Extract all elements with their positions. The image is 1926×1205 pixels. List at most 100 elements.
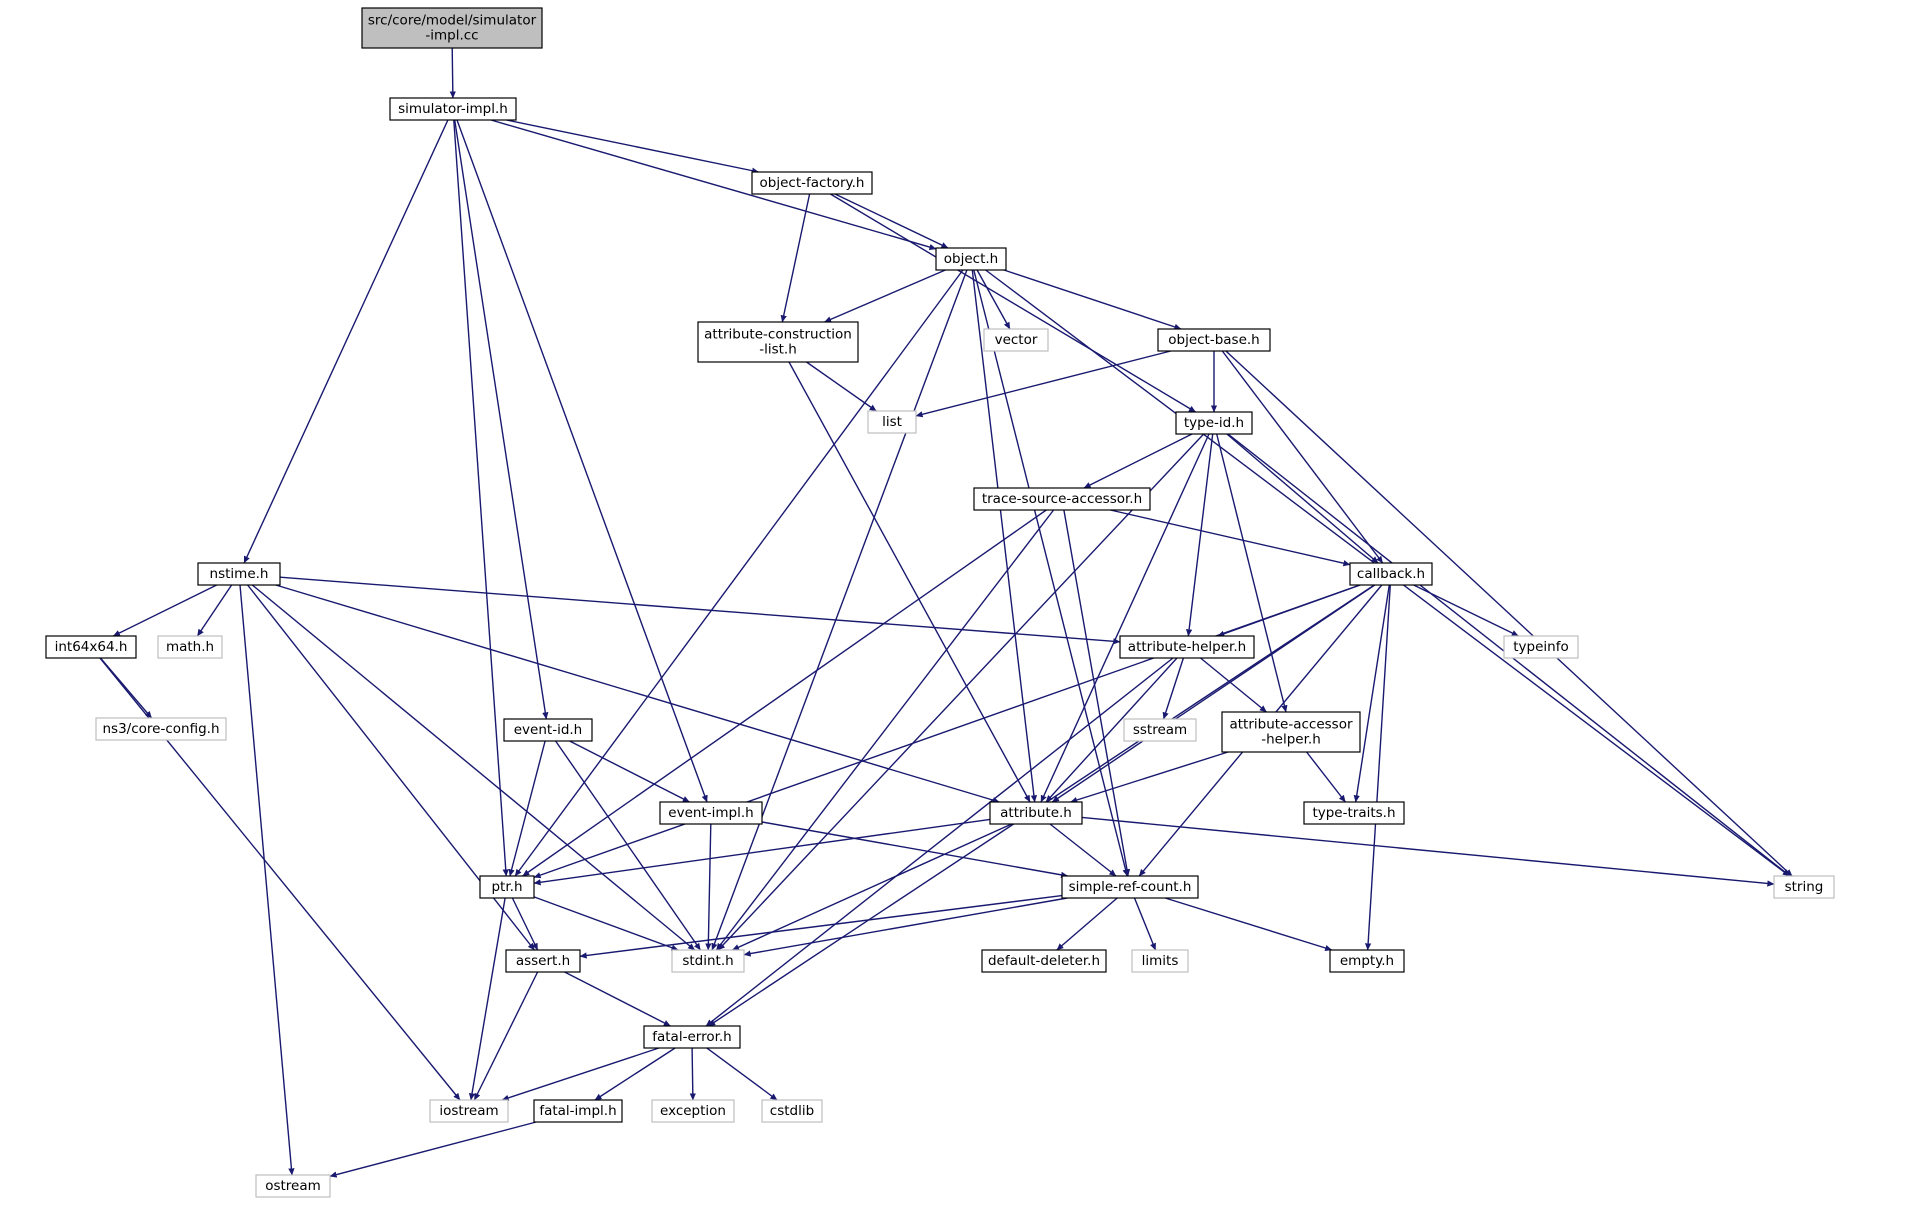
node-box (157, 635, 223, 659)
node-label: limits (1142, 953, 1179, 969)
node-box (197, 562, 281, 586)
edge-eventid-to-eventimpl (569, 740, 690, 803)
node-label: type-id.h (1184, 415, 1244, 431)
graph-node-typeinfo[interactable]: typeinfo (1503, 635, 1579, 659)
graph-node-cstdlib[interactable]: cstdlib (761, 1099, 823, 1123)
node-label: assert.h (516, 953, 570, 969)
node-label: nstime.h (210, 566, 269, 582)
graph-node-root[interactable]: src/core/model/simulator-impl.cc (361, 7, 543, 49)
node-label: math.h (166, 639, 214, 655)
node-label: attribute-construction (704, 327, 852, 343)
edge-simpleref-to-assert (579, 894, 1063, 959)
edge-eventid-to-stdint (555, 740, 701, 951)
edge-nstime-to-attrhelper (279, 576, 1121, 645)
edge-fatalerr-to-fatalimpl (594, 1047, 676, 1101)
node-label: -impl.cc (425, 28, 478, 44)
edge-simimpl-to-objfactory (506, 119, 759, 174)
graph-node-ptr[interactable]: ptr.h (479, 875, 535, 899)
edge-attribute-to-stdint (732, 823, 1012, 951)
graph-node-string[interactable]: string (1773, 875, 1835, 899)
graph-node-empty[interactable]: empty.h (1329, 949, 1405, 973)
graph-node-simimpl[interactable]: simulator-impl.h (389, 97, 517, 121)
graph-node-nstime[interactable]: nstime.h (197, 562, 281, 586)
node-label: src/core/model/simulator (368, 13, 537, 29)
edge-simpleref-to-limits (1133, 897, 1157, 951)
node-box (1773, 875, 1835, 899)
edge-objfactory-to-typeid (830, 193, 1196, 413)
edge-typeid-to-attracc (1216, 433, 1288, 713)
edge-typeid-to-attrhelper (1185, 433, 1214, 637)
node-box (45, 635, 137, 659)
node-box (1329, 949, 1405, 973)
edge-ptr-to-stdint (533, 896, 679, 951)
node-box (761, 1099, 823, 1123)
graph-node-limits[interactable]: limits (1131, 949, 1189, 973)
node-box (505, 949, 581, 973)
node-box (255, 1174, 331, 1198)
graph-node-iostream[interactable]: iostream (429, 1099, 509, 1123)
graph-node-math[interactable]: math.h (157, 635, 223, 659)
graph-node-fatalimpl[interactable]: fatal-impl.h (533, 1099, 623, 1123)
edge-fatalerr-to-cstdlib (706, 1047, 778, 1101)
graph-node-attribute[interactable]: attribute.h (989, 801, 1083, 825)
node-box (1503, 635, 1579, 659)
node-label: type-traits.h (1312, 805, 1395, 821)
graph-node-attrcons[interactable]: attribute-construction-list.h (697, 321, 859, 363)
graph-node-nscfg[interactable]: ns3/core-config.h (95, 717, 227, 741)
edge-attrcons-to-attribute (788, 361, 1031, 803)
node-box (1157, 328, 1271, 352)
nodes-layer: src/core/model/simulator-impl.cc simulato… (45, 7, 1835, 1198)
node-box (479, 875, 535, 899)
graph-node-fatalerr[interactable]: fatal-error.h (643, 1025, 741, 1049)
node-box (671, 949, 745, 973)
graph-node-eventimpl[interactable]: event-impl.h (659, 801, 763, 825)
edge-objbase-to-callback (1221, 350, 1384, 564)
edge-eventimpl-to-simpleref (761, 821, 1069, 878)
graph-node-object[interactable]: object.h (935, 247, 1007, 271)
edge-simimpl-to-eventimpl (456, 119, 708, 803)
graph-node-list[interactable]: list (867, 410, 917, 434)
edge-callback-to-ptr (533, 584, 1361, 879)
graph-node-ostream[interactable]: ostream (255, 1174, 331, 1198)
node-box (751, 171, 873, 195)
node-label: cstdlib (770, 1103, 814, 1119)
graph-node-typeid[interactable]: type-id.h (1175, 411, 1253, 435)
graph-node-exception[interactable]: exception (651, 1099, 735, 1123)
graph-node-eventid[interactable]: event-id.h (503, 718, 593, 742)
node-box (935, 247, 1007, 271)
edge-fatalimpl-to-ostream (329, 1121, 537, 1178)
node-box (1349, 562, 1433, 586)
graph-node-defdel[interactable]: default-deleter.h (981, 949, 1107, 973)
graph-node-callback[interactable]: callback.h (1349, 562, 1433, 586)
node-label: ns3/core-config.h (103, 721, 220, 737)
edge-attribute-to-string (1081, 816, 1775, 887)
graph-node-sstream[interactable]: sstream (1123, 718, 1197, 742)
graph-node-objfactory[interactable]: object-factory.h (751, 171, 873, 195)
edge-root-to-simimpl (449, 47, 456, 99)
edge-callback-to-typeinfo (1413, 584, 1519, 637)
graph-node-simpleref[interactable]: simple-ref-count.h (1061, 875, 1199, 899)
graph-node-attracc[interactable]: attribute-accessor-helper.h (1221, 711, 1361, 753)
graph-node-int64[interactable]: int64x64.h (45, 635, 137, 659)
edge-eventimpl-to-stdint (705, 823, 712, 951)
edge-nstime-to-int64 (112, 584, 218, 637)
graph-node-vector[interactable]: vector (983, 328, 1049, 352)
edge-simimpl-to-eventid (454, 119, 549, 720)
node-box (1303, 801, 1405, 825)
graph-node-typetraits[interactable]: type-traits.h (1303, 801, 1405, 825)
graph-node-attrhelper[interactable]: attribute-helper.h (1119, 635, 1255, 659)
edge-attrhelper-to-attribute (1045, 657, 1178, 803)
graph-node-tracesrc[interactable]: trace-source-accessor.h (973, 487, 1151, 511)
node-box (651, 1099, 735, 1123)
node-label: object.h (944, 251, 998, 267)
node-label: typeinfo (1513, 639, 1568, 655)
graph-node-assert[interactable]: assert.h (505, 949, 581, 973)
graph-node-objbase[interactable]: object-base.h (1157, 328, 1271, 352)
node-box (1119, 635, 1255, 659)
node-label: ostream (265, 1178, 321, 1194)
node-box (1123, 718, 1197, 742)
edge-simimpl-to-nstime (243, 119, 449, 564)
edge-attracc-to-typetraits (1306, 751, 1346, 803)
graph-node-stdint[interactable]: stdint.h (671, 949, 745, 973)
